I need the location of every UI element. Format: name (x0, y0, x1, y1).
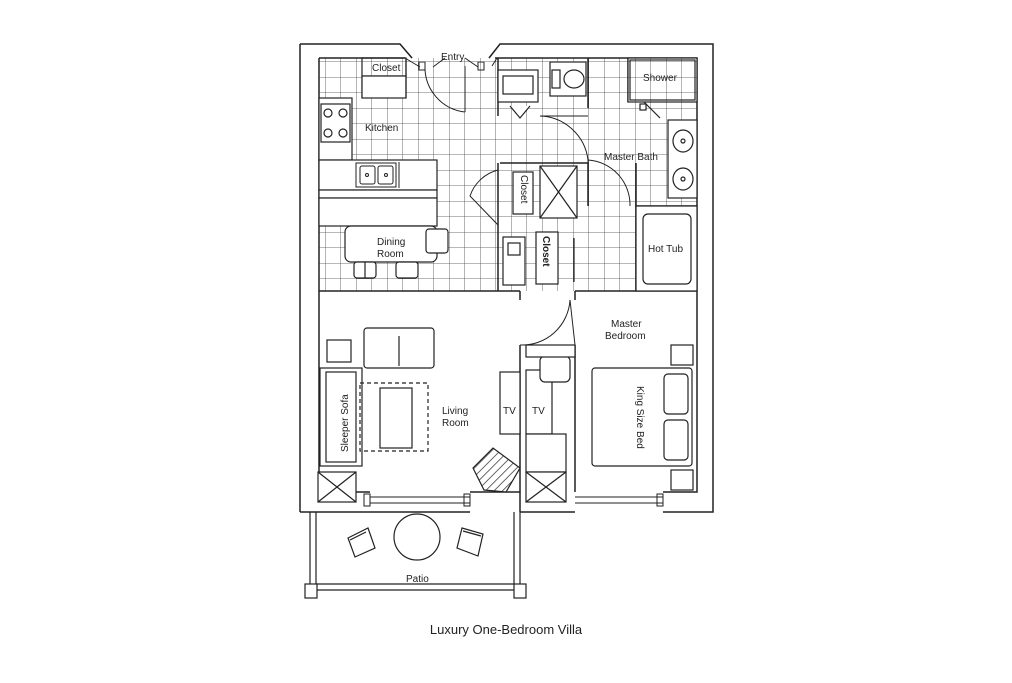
plan-caption: Luxury One-Bedroom Villa (429, 622, 583, 637)
vanity (667, 119, 698, 199)
hall-closets (502, 165, 578, 286)
label-closet-hall: Closet (518, 175, 529, 204)
label-patio: Patio (406, 574, 429, 585)
patio (304, 512, 527, 599)
bedroom-door (519, 299, 576, 346)
label-kitchen: Kitchen (365, 123, 398, 134)
sink-icon (355, 162, 400, 188)
label-living-1: Living (442, 406, 468, 417)
label-tv-left: TV (503, 406, 516, 417)
label-closet-entry: Closet (372, 63, 401, 74)
living-furniture (319, 327, 435, 467)
label-entry: Entry (441, 52, 464, 63)
dining-table (344, 225, 449, 279)
accent-chair (472, 447, 521, 493)
kitchen-counters (318, 97, 438, 199)
shower (627, 57, 698, 119)
label-dining-1: Dining (377, 237, 405, 248)
bath-doors (469, 115, 631, 226)
label-king-bed: King Size Bed (634, 386, 645, 449)
entry-doors (399, 43, 501, 113)
label-master-bedroom-2: Bedroom (605, 331, 646, 342)
label-dining-2: Room (377, 249, 404, 260)
label-master-bath: Master Bath (604, 152, 658, 163)
king-bed (591, 367, 693, 467)
sliding-doors (363, 493, 664, 507)
stove-icon (320, 103, 351, 143)
hot-tub (635, 205, 698, 292)
label-master-bedroom-1: Master (611, 319, 642, 330)
label-shower: Shower (643, 73, 678, 84)
bedroom-chair (525, 344, 576, 383)
entry-cabinet (497, 69, 539, 119)
tv-wall (499, 369, 567, 473)
planters (317, 471, 567, 503)
kitchen-closet (361, 57, 407, 99)
label-sleeper-sofa: Sleeper Sofa (340, 394, 351, 452)
label-hot-tub: Hot Tub (648, 244, 683, 255)
label-closet-hall-2: Closet (540, 236, 551, 267)
label-living-2: Room (442, 418, 469, 429)
dining-counter (318, 197, 438, 227)
nightstands (670, 344, 694, 491)
toilet-icon (549, 61, 587, 97)
label-tv-right: TV (532, 406, 545, 417)
